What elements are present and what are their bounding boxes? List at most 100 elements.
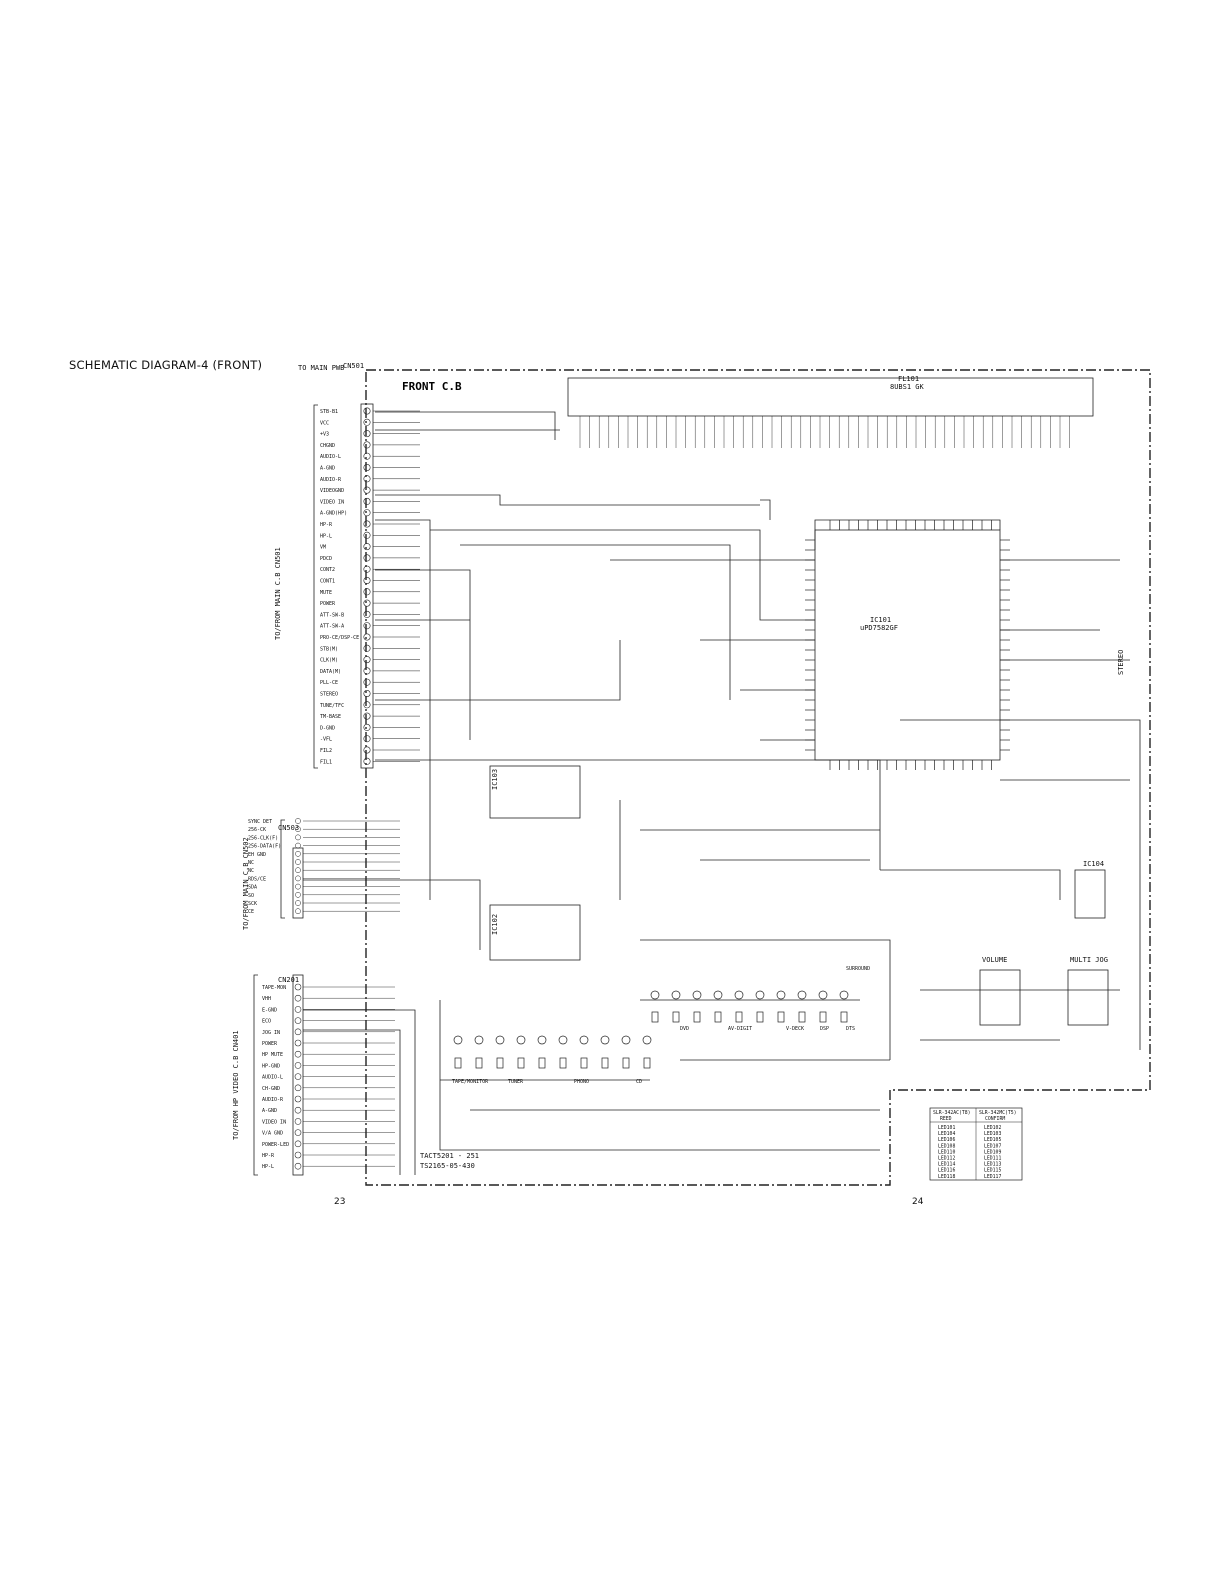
pin-terminal <box>295 900 301 906</box>
switch-symbol <box>517 1057 525 1069</box>
left-pin-label: FIL2 <box>320 748 332 754</box>
pin-terminal <box>294 1095 302 1103</box>
button-label: TUNER <box>508 1079 524 1085</box>
table-cell: LED110 <box>938 1149 955 1155</box>
mid-pin-label: SYNC DET <box>248 819 272 825</box>
table-cell: LED101 <box>938 1125 955 1131</box>
bottom-pin-label: CH-GND <box>262 1086 280 1092</box>
left-pin-label: ATT-SW-A <box>320 624 344 630</box>
table-header: SLR-342AC(T8) <box>933 1110 971 1116</box>
left-pin-label: VIDEOGND <box>320 488 344 494</box>
board-title: FRONT C.B <box>402 380 462 393</box>
fl-display-pins <box>579 416 1070 448</box>
switch-symbol <box>756 1011 764 1023</box>
pin-terminal <box>363 656 371 664</box>
pin-terminal <box>363 599 371 607</box>
switch-symbol <box>777 1011 785 1023</box>
side-label-top: TO/FROM MAIN C.B CN501 <box>274 547 282 640</box>
bottom-pin-label: POWER <box>262 1041 278 1047</box>
table-cell: LED108 <box>938 1143 955 1149</box>
pin-terminal <box>295 850 301 857</box>
pin-terminal <box>363 633 371 641</box>
switch-symbol <box>819 1011 827 1023</box>
side-label-mid: TO/FROM MAIN C.B CN502 <box>242 837 250 930</box>
pin-terminal <box>363 430 371 438</box>
to-main-pwb-label: TO MAIN PWB <box>298 364 344 372</box>
button-label: AV-DIGIT <box>728 1026 752 1032</box>
pin-terminal <box>363 678 371 686</box>
left-pin-label: VCC <box>320 420 329 426</box>
pin-terminal <box>295 859 301 865</box>
left-pin-label: POWER <box>320 601 336 607</box>
table-subheader: REED <box>940 1116 952 1122</box>
table-cell: LED105 <box>984 1137 1001 1143</box>
switch-symbol <box>651 1011 659 1023</box>
pin-terminal <box>294 1151 302 1159</box>
switch-symbol <box>601 1057 609 1069</box>
page-number-right: 24 <box>912 1197 924 1207</box>
pin-terminal <box>363 610 371 618</box>
pin-terminal <box>363 712 371 720</box>
switch-symbol <box>693 1011 701 1023</box>
left-pin-label: DATA(M) <box>320 669 341 675</box>
left-pin-label: +V3 <box>320 432 329 438</box>
left-pin-label: FIL1 <box>320 759 332 765</box>
button-label: CD <box>636 1079 642 1085</box>
pin-terminal <box>363 486 371 494</box>
pin-terminal <box>295 842 301 849</box>
switch-symbol <box>840 1011 848 1023</box>
mid-pin-label: SCK <box>248 901 257 907</box>
switch-symbol <box>454 1057 462 1069</box>
pin-terminal <box>363 588 371 596</box>
led-symbol <box>818 990 828 1000</box>
bottom-pin-label: HP MUTE <box>262 1052 283 1058</box>
led-symbol <box>839 990 849 1000</box>
led-symbol <box>650 990 660 1000</box>
mid-pin-label: SDA <box>248 885 257 891</box>
pin-terminal <box>363 746 371 754</box>
left-pin-label: AUDIO-L <box>320 454 341 460</box>
table-cell: LED107 <box>984 1143 1001 1149</box>
left-pin-label: CONT2 <box>320 567 335 573</box>
pin-terminal <box>294 1073 302 1080</box>
table-cell: LED109 <box>984 1149 1001 1155</box>
pin-terminal <box>295 834 301 841</box>
bottom-pin-label: A-GND <box>262 1108 277 1114</box>
pin-terminal <box>363 565 371 573</box>
mid-pin-label: 256-CLK(F) <box>248 835 278 841</box>
bottom-pin-label: AUDIO-L <box>262 1075 283 1081</box>
pin-terminal <box>295 891 301 898</box>
led-symbol <box>713 990 723 1000</box>
left-pin-label: A-GND <box>320 466 335 472</box>
led-symbol <box>671 990 681 1000</box>
led-symbol <box>600 1035 610 1045</box>
switch-symbol <box>714 1011 722 1023</box>
table-cell: LED103 <box>984 1131 1001 1137</box>
ic101-label: IC101 <box>870 616 891 624</box>
mid-pin-label: SO <box>248 893 254 899</box>
mid-pin-label: RDS/CE <box>248 876 266 882</box>
mid-pin-label: 256-CK <box>248 827 266 833</box>
left-pin-label: VIDEO IN <box>320 499 344 505</box>
bottom-pin-label: HP-GND <box>262 1063 280 1069</box>
bottom-pin-label: JOG IN <box>262 1030 280 1036</box>
pin-terminal <box>294 983 302 991</box>
pin-terminal <box>295 867 301 874</box>
switch-symbol <box>559 1057 567 1069</box>
table-cell: LED118 <box>938 1174 955 1180</box>
pin-terminal <box>294 1118 302 1125</box>
pin-terminal <box>294 1129 302 1136</box>
left-pin-label: PDCD <box>320 556 332 562</box>
left-pin-label: ATT-SW-B <box>320 612 344 618</box>
left-pin-label: STB(M) <box>320 646 338 652</box>
switch-symbol <box>672 1011 680 1023</box>
button-label: TAPE/MONITOR <box>452 1079 489 1085</box>
pin-terminal <box>363 576 371 584</box>
bottom-pin-label: ECO <box>262 1019 271 1025</box>
table-cell: LED114 <box>938 1162 955 1168</box>
pin-terminal <box>363 509 371 517</box>
left-pin-label: PLL-CE <box>320 680 338 686</box>
button-label: SURROUND <box>846 966 870 972</box>
pin-terminal <box>363 701 371 709</box>
